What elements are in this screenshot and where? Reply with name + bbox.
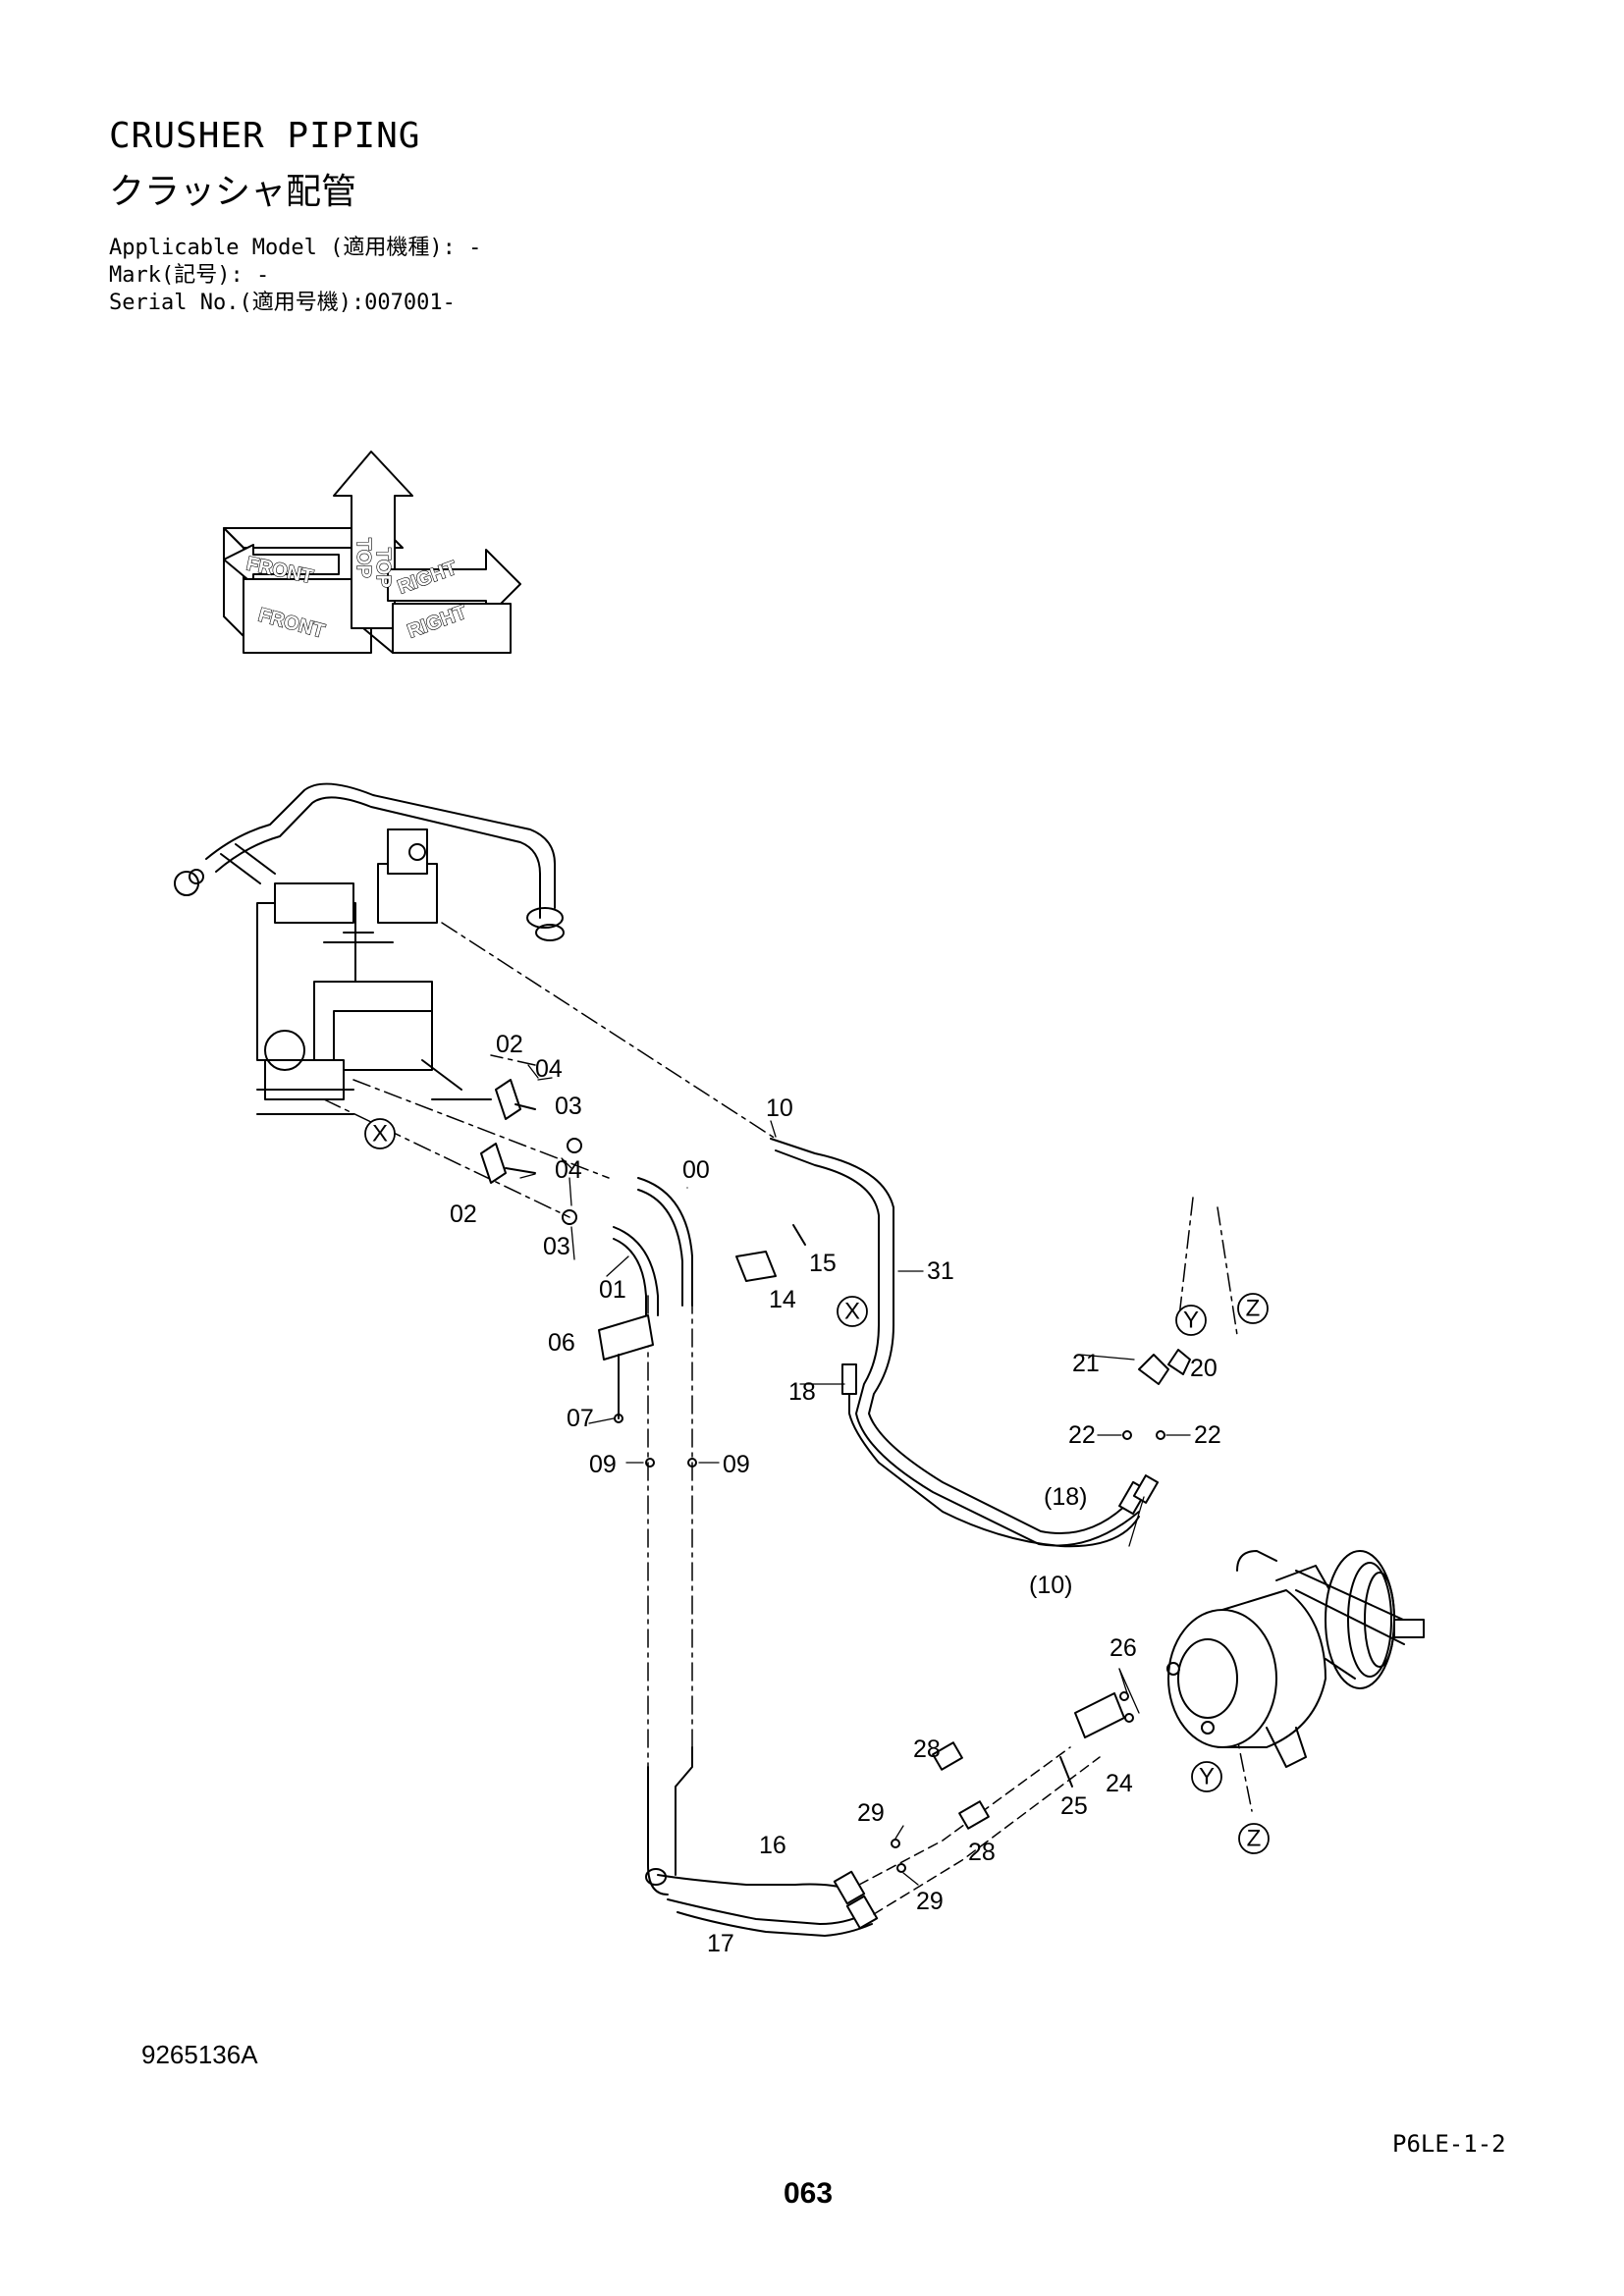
connector-y-circle — [1175, 1305, 1207, 1336]
page-title: CRUSHER PIPING — [109, 116, 421, 156]
bracket-set — [480, 1079, 582, 1225]
hose-16-17 — [645, 1868, 879, 1937]
bracket-06 — [598, 1314, 654, 1423]
connector-x-circle — [364, 1118, 396, 1149]
part-28-upper: 28 — [913, 1735, 941, 1763]
part-01: 01 — [599, 1276, 626, 1304]
adapters-28-29 — [891, 1741, 990, 1873]
part-22-right: 22 — [1194, 1421, 1221, 1449]
connector-z-circle — [1237, 1293, 1269, 1324]
part-09-left: 09 — [589, 1451, 617, 1478]
top-label-lower: TOP — [372, 548, 394, 588]
connector-x-circle-2 — [837, 1296, 868, 1327]
part-16: 16 — [759, 1832, 786, 1859]
part-09-right: 09 — [723, 1451, 750, 1478]
connector-y-label: Y — [1183, 1308, 1199, 1334]
part-10-ref: (10) — [1029, 1572, 1072, 1599]
mark-field: Mark(記号): - — [109, 263, 270, 288]
o-rings-09 — [645, 1458, 697, 1468]
part-18: 18 — [788, 1378, 816, 1406]
top-label: TOP — [352, 538, 374, 578]
connector-x-label: X — [372, 1121, 388, 1148]
leader-lines — [323, 922, 1253, 1812]
part-31: 31 — [927, 1257, 954, 1285]
orientation-indicator — [223, 451, 521, 654]
part-29-lower: 29 — [916, 1888, 944, 1915]
part-14: 14 — [769, 1286, 796, 1313]
connector-y-label-2: Y — [1199, 1764, 1215, 1790]
part-26: 26 — [1110, 1634, 1137, 1662]
part-25: 25 — [1060, 1792, 1088, 1820]
part-18-ref: (18) — [1044, 1483, 1087, 1511]
connector-z-circle-2 — [1238, 1823, 1270, 1854]
part-04-lower: 04 — [555, 1156, 582, 1184]
part-03-lower: 03 — [543, 1233, 570, 1260]
connector-y-circle-2 — [1191, 1761, 1222, 1792]
clamp-14-15 — [735, 1224, 806, 1282]
connector-letters: X X Y Z Y Z — [372, 1121, 1261, 1852]
page-title-japanese: クラッシャ配管 — [109, 172, 357, 212]
part-07: 07 — [567, 1405, 594, 1432]
connector-markers — [364, 1118, 1270, 1854]
part-callouts: 02 04 03 04 02 03 00 01 06 07 09 09 10 1… — [450, 1031, 1221, 1957]
control-valve-assembly — [174, 782, 565, 1115]
applicable-model: Applicable Model (適用機種): - — [109, 236, 482, 260]
connector-z-label: Z — [1246, 1296, 1261, 1322]
part-02-upper: 02 — [496, 1031, 523, 1058]
page-number: 063 — [784, 2177, 834, 2210]
connector-x-label-2: X — [844, 1299, 860, 1325]
part-21: 21 — [1072, 1350, 1100, 1377]
part-29-upper: 29 — [857, 1799, 885, 1827]
part-02-lower: 02 — [450, 1201, 477, 1228]
crusher-motor — [1166, 1550, 1425, 1768]
part-15: 15 — [809, 1250, 837, 1277]
block-24 — [1059, 1691, 1134, 1788]
document-number: 9265136A — [141, 2040, 258, 2069]
page-code: P6LE-1-2 — [1392, 2130, 1506, 2158]
elbow-fittings — [1122, 1349, 1191, 1440]
part-04-upper: 04 — [535, 1055, 563, 1083]
serial-number: Serial No.(適用号機):007001- — [109, 291, 456, 315]
part-06: 06 — [548, 1329, 575, 1357]
part-24: 24 — [1106, 1770, 1133, 1797]
part-28-lower: 28 — [968, 1839, 996, 1866]
hose-route-to-motor — [858, 1746, 1101, 1915]
part-17: 17 — [707, 1930, 734, 1957]
part-00: 00 — [682, 1156, 710, 1184]
part-10: 10 — [766, 1095, 793, 1122]
hose-00-01 — [613, 1177, 693, 1896]
part-20: 20 — [1190, 1355, 1218, 1382]
hose-10-31 — [770, 1138, 1160, 1548]
part-03-upper: 03 — [555, 1093, 582, 1120]
part-22-left: 22 — [1068, 1421, 1096, 1449]
connector-z-label-2: Z — [1247, 1826, 1262, 1852]
label-leaders — [519, 1064, 1191, 1886]
